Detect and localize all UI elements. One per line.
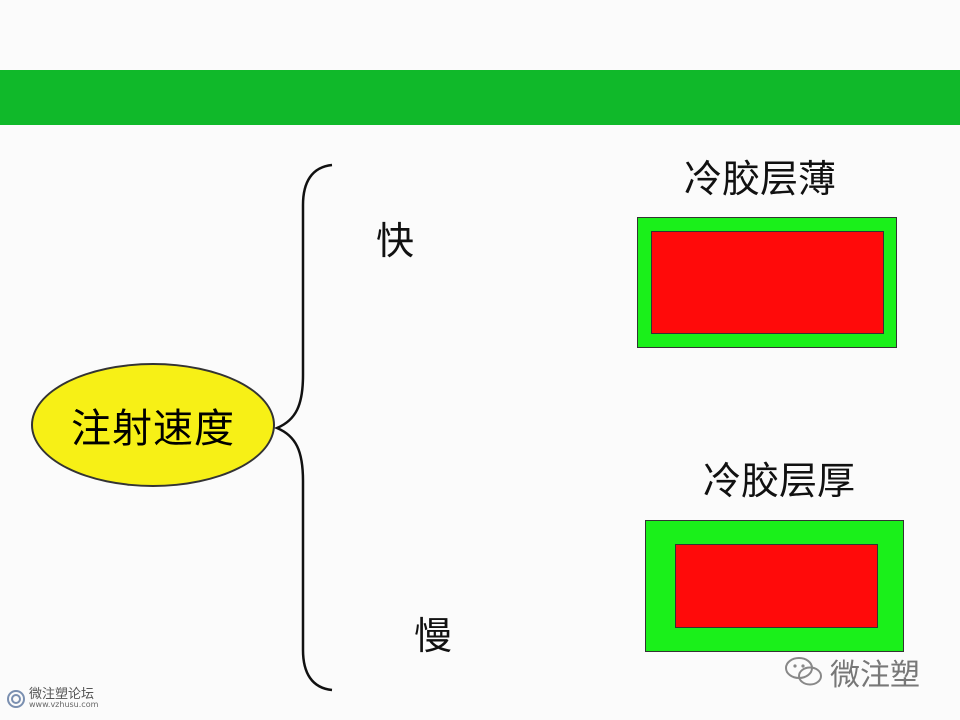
thick-cold-layer-title: 冷胶层厚: [703, 459, 856, 503]
slow-label: 慢: [414, 614, 453, 658]
thin-cold-layer-diagram: [637, 217, 897, 348]
thin-cold-layer-title: 冷胶层薄: [684, 157, 837, 201]
header-bar: [0, 70, 960, 125]
wechat-watermark: 微注塑: [784, 650, 920, 694]
wechat-icon: [785, 657, 822, 686]
injection-speed-node: 注射速度: [31, 363, 275, 487]
thick-cold-layer-diagram: [645, 520, 904, 652]
injection-speed-label: 注射速度: [71, 406, 235, 452]
forum-logo-icon: [7, 689, 25, 708]
wechat-account-name: 微注塑: [830, 658, 920, 693]
thin-layer-melt-core: [651, 231, 884, 334]
forum-url: www.vzhusu.com: [29, 700, 99, 709]
fast-label: 快: [376, 219, 415, 263]
forum-watermark: 微注塑论坛 www.vzhusu.com: [6, 688, 98, 709]
thick-layer-melt-core: [675, 544, 878, 628]
forum-name: 微注塑论坛: [29, 687, 95, 702]
